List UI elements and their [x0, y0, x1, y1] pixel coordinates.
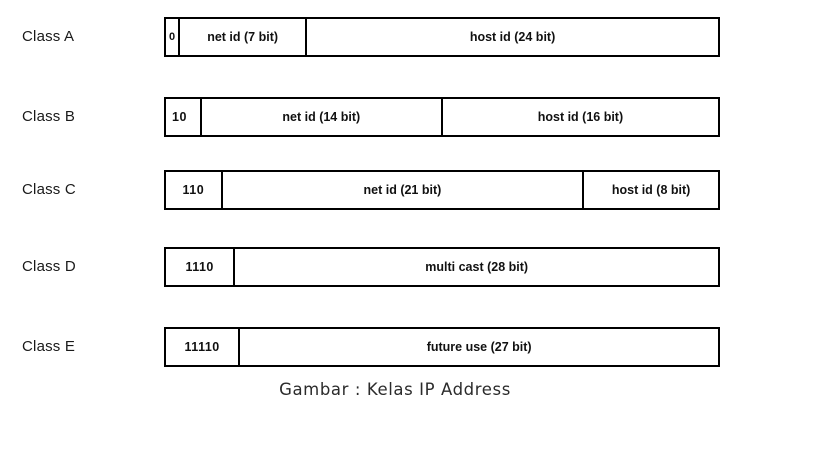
class-label: Class B [22, 108, 76, 125]
bitfield-cell-netid: net id (21 bit) [220, 172, 583, 208]
bitfield-cell-prefix: 0 [166, 19, 179, 55]
bitfield-cell-prefix: 10 [166, 99, 200, 135]
bitfield-cell-netid: net id (7 bit) [178, 19, 306, 55]
bitfield-cell-netid: net id (14 bit) [199, 99, 441, 135]
bitfield-cell-prefix: 110 [166, 172, 221, 208]
bitfield-cell-prefix: 11110 [166, 329, 239, 365]
class-label: Class D [22, 258, 76, 275]
figure-caption: Gambar : Kelas IP Address [279, 380, 511, 399]
bitfield-cell-hostid: host id (8 bit) [582, 172, 718, 208]
class-label: Class C [22, 181, 76, 198]
bitfield-cell-hostid: host id (16 bit) [440, 99, 718, 135]
bitfield-cell-prefix: 1110 [166, 249, 234, 285]
class-label: Class E [22, 338, 76, 355]
bitfield-cell-multicast: multi cast (28 bit) [233, 249, 718, 285]
class-label: Class A [22, 28, 75, 45]
bitfield-cell-hostid: host id (24 bit) [305, 19, 718, 55]
bitfield-cell-future: future use (27 bit) [238, 329, 718, 365]
